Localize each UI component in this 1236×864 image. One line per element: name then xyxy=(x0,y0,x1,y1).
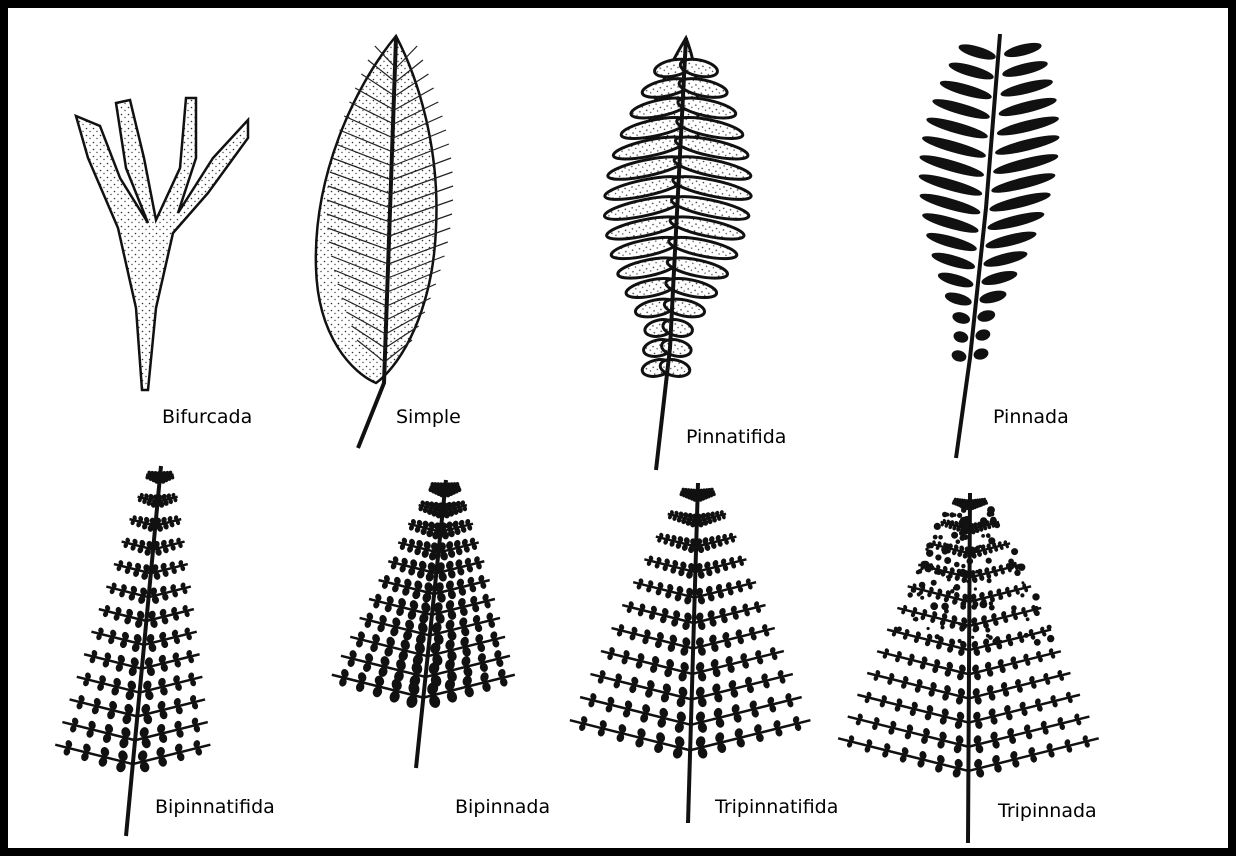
simple-leaf-drawing xyxy=(316,36,453,448)
label-tripinnatifida: Tripinnatifida xyxy=(715,796,838,818)
bipinnatifida-leaf-drawing xyxy=(55,466,210,836)
pinnatifida-leaf-drawing xyxy=(603,38,753,470)
leaf-illustrations xyxy=(8,8,1236,864)
label-tripinnada: Tripinnada xyxy=(998,800,1097,822)
label-bifurcada: Bifurcada xyxy=(162,406,252,428)
label-pinnatifida: Pinnatifida xyxy=(686,426,786,448)
tripinnada-leaf-drawing xyxy=(838,493,1099,843)
label-pinnada: Pinnada xyxy=(993,406,1069,428)
tripinnatifida-leaf-drawing xyxy=(570,483,811,823)
bipinnada-leaf-drawing xyxy=(332,480,515,768)
bifurcada-leaf-drawing xyxy=(76,98,248,390)
label-bipinnada: Bipinnada xyxy=(455,796,550,818)
label-simple: Simple xyxy=(396,406,461,428)
label-bipinnatifida: Bipinnatifida xyxy=(155,796,275,818)
pinnada-leaf-drawing xyxy=(918,34,1060,458)
